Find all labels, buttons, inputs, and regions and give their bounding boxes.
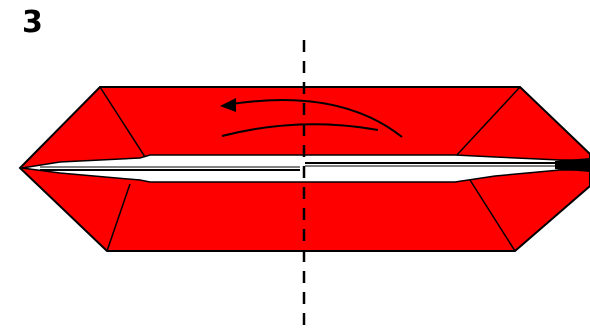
origami-diagram [0, 0, 590, 329]
